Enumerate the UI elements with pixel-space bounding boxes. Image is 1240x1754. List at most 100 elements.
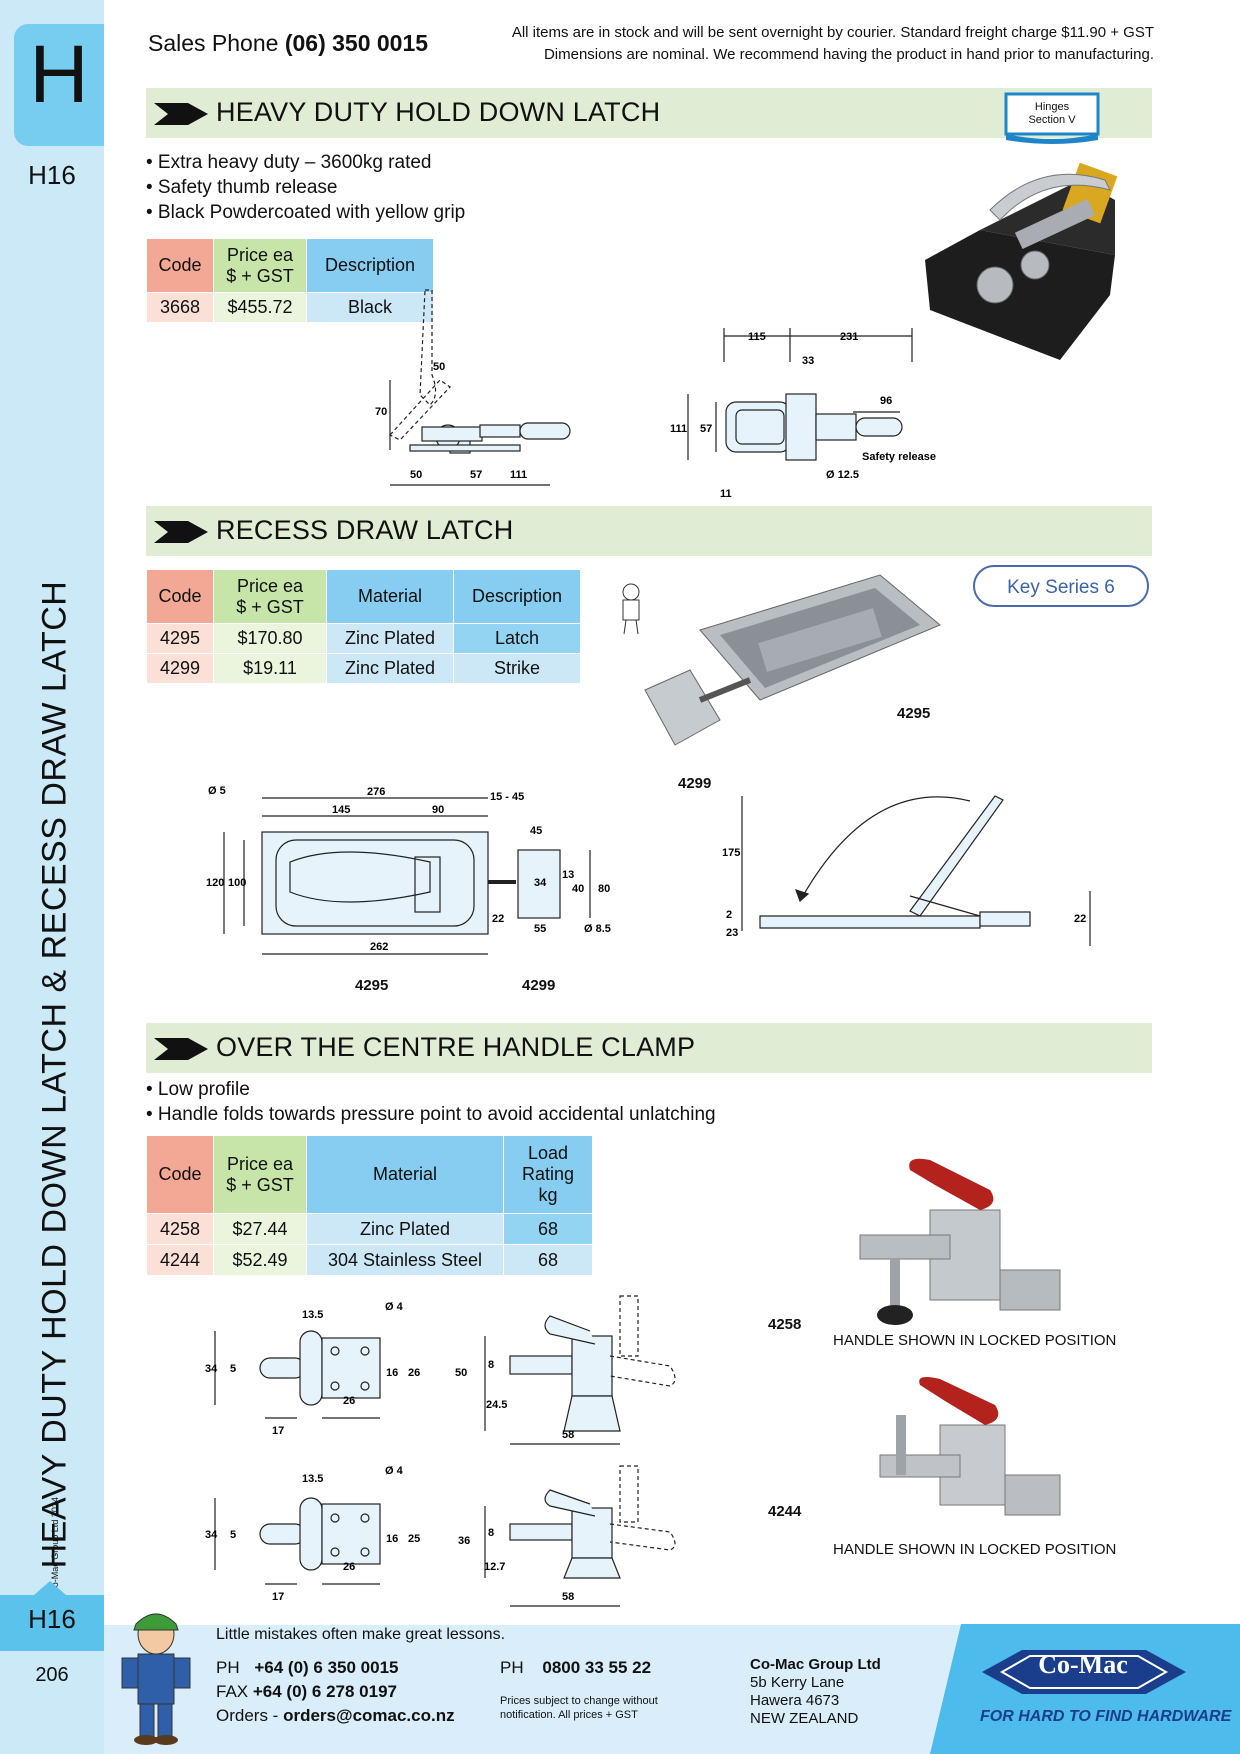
- col-description: Description: [306, 238, 434, 293]
- dim-label: 22: [1074, 913, 1086, 925]
- col-code: Code: [146, 1135, 214, 1214]
- footer-freephone: PH 0800 33 55 22: [500, 1658, 651, 1678]
- cell-price: $27.44: [213, 1213, 307, 1245]
- dim-label: 13.5: [302, 1473, 323, 1485]
- bullet: • Handle folds towards pressure point to…: [146, 1104, 716, 1125]
- dim-label: 231: [840, 331, 858, 343]
- dim-label: 23: [726, 927, 738, 939]
- bullet: • Low profile: [146, 1079, 250, 1100]
- cell-price: $19.11: [213, 653, 327, 684]
- sidebar: [0, 0, 104, 1754]
- dim-label: 115: [748, 331, 766, 343]
- dim-label: 12.7: [484, 1561, 505, 1573]
- arrow-icon: [154, 521, 208, 543]
- drawing-label-4299: 4299: [522, 977, 556, 994]
- key-series-badge[interactable]: Key Series 6: [973, 565, 1149, 607]
- table-row: 4295 $170.80 Zinc Plated Latch: [146, 623, 581, 654]
- hinges-book-icon[interactable]: [1004, 92, 1100, 144]
- shipping-notice: All items are in stock and will be sent …: [511, 24, 1154, 41]
- dim-label: 26: [408, 1367, 420, 1379]
- dim-label: 120: [206, 877, 224, 889]
- page-number: 206: [35, 1664, 69, 1686]
- cell-code: 4258: [146, 1213, 214, 1245]
- cell-price: $52.49: [213, 1244, 307, 1276]
- hinges-badge-text: Hinges Section V: [1004, 101, 1100, 127]
- photo-code-4244: 4244: [768, 1503, 802, 1520]
- sales-phone-label: Sales Phone: [148, 30, 279, 56]
- arrow-icon: [154, 1038, 208, 1060]
- col-price: Price ea$ + GST: [213, 1135, 307, 1214]
- price-note-line2: notification. All prices + GST: [500, 1709, 638, 1721]
- cell-price: $455.72: [213, 292, 307, 323]
- hold-down-latch-photo: [925, 162, 1118, 360]
- hold-down-latch-side-drawing: 70 50 50 57 111: [375, 289, 571, 486]
- table-row: 4258 $27.44 Zinc Plated 68: [146, 1213, 593, 1245]
- dim-label: 36: [458, 1535, 470, 1547]
- dim-label: 25: [408, 1533, 420, 1545]
- recess-draw-latch-photo: [644, 574, 941, 746]
- col-code: Code: [146, 569, 214, 624]
- ph-number[interactable]: +64 (0) 6 350 0015: [254, 1658, 399, 1677]
- dim-label: 34: [534, 877, 547, 889]
- dim-label: 58: [562, 1591, 574, 1603]
- table-row: 3668 $455.72 Black: [146, 292, 434, 323]
- cell-material: Zinc Plated: [326, 653, 454, 684]
- dim-label: 16: [386, 1367, 398, 1379]
- company-name: Co-Mac Group Ltd: [750, 1656, 881, 1673]
- dim-label: 34: [205, 1529, 218, 1541]
- drawing-label-4295: 4295: [355, 977, 389, 994]
- photo-label-4295: 4295: [897, 705, 931, 722]
- ph2-number[interactable]: 0800 33 55 22: [542, 1658, 652, 1677]
- section-bar-recess-draw-latch: RECESS DRAW LATCH: [146, 506, 1152, 556]
- mascot-icon: [622, 583, 640, 635]
- dim-label: 111: [670, 423, 687, 435]
- photo-label-4299: 4299: [678, 775, 712, 792]
- dim-label: Ø 12.5: [826, 469, 859, 481]
- dim-label: 111: [510, 469, 527, 481]
- cell-material: 304 Stainless Steel: [306, 1244, 504, 1276]
- arrow-icon: [154, 103, 208, 125]
- page-code-bottom: H16: [28, 1604, 76, 1634]
- photo-caption-4258: HANDLE SHOWN IN LOCKED POSITION: [833, 1332, 1117, 1349]
- table-row: 4299 $19.11 Zinc Plated Strike: [146, 653, 581, 684]
- cell-code: 4244: [146, 1244, 214, 1276]
- section-bar-hold-down-latch: HEAVY DUTY HOLD DOWN LATCH: [146, 88, 1152, 138]
- dim-label: 80: [598, 883, 610, 895]
- dim-label: 26: [343, 1561, 355, 1573]
- col-description: Description: [453, 569, 581, 624]
- badge-line2: Section V: [1028, 114, 1076, 126]
- mascot-illustration: [121, 1613, 191, 1745]
- dim-label: 50: [410, 469, 422, 481]
- comac-logo-shape: [982, 1650, 1186, 1694]
- dim-label: 13.5: [302, 1309, 323, 1321]
- section-bar-handle-clamp: OVER THE CENTRE HANDLE CLAMP: [146, 1023, 1152, 1073]
- cell-description: Latch: [453, 623, 581, 654]
- section-tab: [14, 24, 104, 146]
- dim-label: 17: [272, 1591, 284, 1603]
- cell-material: Zinc Plated: [326, 623, 454, 654]
- dim-label: 26: [343, 1395, 355, 1407]
- dim-label: 15 - 45: [490, 791, 524, 803]
- bullet: • Safety thumb release: [146, 177, 338, 198]
- fax-number: +64 (0) 6 278 0197: [252, 1682, 398, 1701]
- clamp-4244-drawings: 13.5 Ø 4 34 5 16 25 17 26 36 8 12.7 58: [205, 1465, 676, 1607]
- photo-code-4258: 4258: [768, 1316, 802, 1333]
- dim-label: 33: [802, 355, 814, 367]
- company-address: Co-Mac Group Ltd 5b Kerry Lane Hawera 46…: [750, 1656, 881, 1728]
- footer-orders: Orders - orders@comac.co.nz: [216, 1706, 455, 1726]
- price-table-recess-latch: Code Price ea$ + GST Material Descriptio…: [146, 569, 581, 684]
- orders-email[interactable]: orders@comac.co.nz: [283, 1706, 455, 1725]
- sales-phone-number[interactable]: (06) 350 0015: [284, 30, 429, 56]
- badge-line1: Hinges: [1034, 101, 1070, 113]
- cell-load: 68: [503, 1213, 593, 1245]
- address-line: 5b Kerry Lane: [750, 1674, 845, 1691]
- address-line: NEW ZEALAND: [750, 1710, 859, 1727]
- dim-label: 11: [720, 488, 732, 500]
- comac-logo-text[interactable]: Co-Mac: [1038, 1650, 1128, 1679]
- sales-phone: Sales Phone (06) 350 0015: [148, 30, 428, 57]
- table-row: 4244 $52.49 304 Stainless Steel 68: [146, 1244, 593, 1276]
- dim-label: 276: [367, 786, 385, 798]
- dim-label: 8: [488, 1359, 494, 1371]
